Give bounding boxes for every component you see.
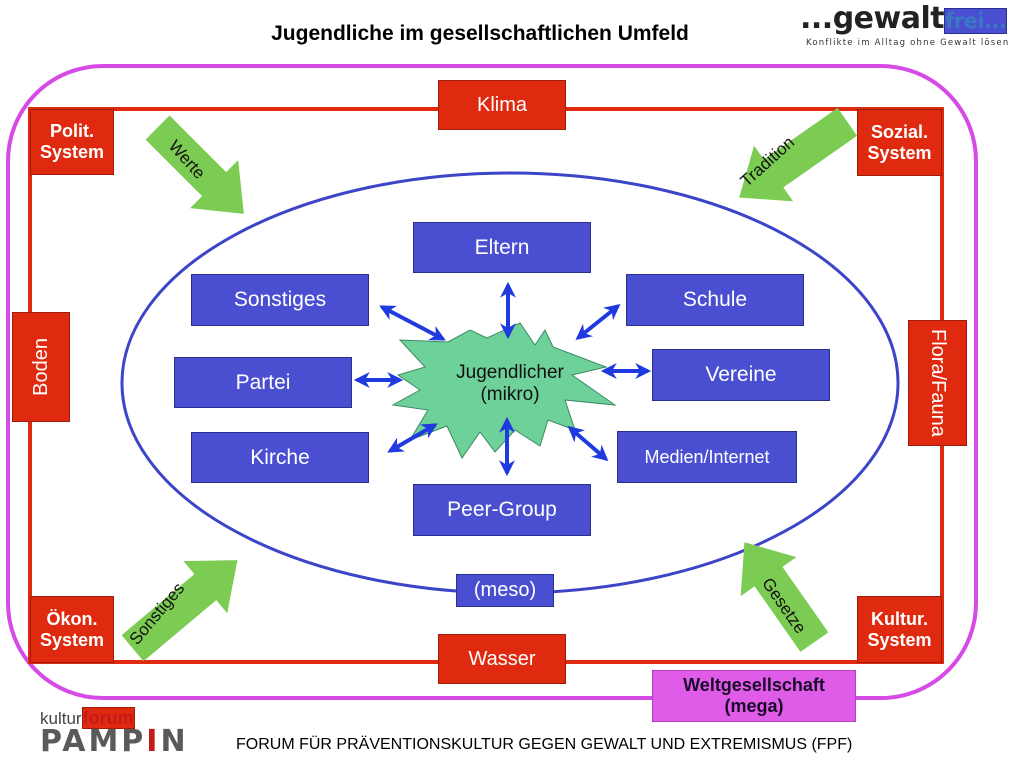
- box-wasser: Wasser: [438, 634, 566, 684]
- flora-fauna-label: Flora/Fauna: [927, 329, 949, 437]
- arrow-schule: [575, 304, 621, 340]
- footer-text: FORUM FÜR PRÄVENTIONSKULTUR GEGEN GEWALT…: [236, 736, 853, 753]
- arrow-sonstiges-node: [379, 305, 446, 341]
- node-kirche: Kirche: [191, 432, 369, 483]
- mega-boundary: [6, 64, 978, 700]
- sozial-line1: Sozial.: [870, 121, 928, 142]
- node-vereine: Vereine: [652, 349, 830, 401]
- logo-kultur: kultur: [40, 709, 82, 728]
- kultur-line1: Kultur.: [871, 608, 928, 629]
- node-partei: Partei: [174, 357, 352, 408]
- logo-gewalt: ...gewalt: [800, 1, 945, 36]
- kulturforum-pampin-logo: kulturforum PAMPIN: [40, 707, 189, 759]
- center-line1: Jugendlicher: [456, 362, 564, 383]
- arrow-kirche: [387, 423, 438, 453]
- box-klima: Klima: [438, 80, 566, 130]
- node-medien-internet: Medien/Internet: [617, 431, 797, 483]
- logo-pamp: PAMP: [40, 724, 147, 759]
- connector-arrows: [353, 281, 652, 477]
- box-flora-fauna: Flora/Fauna: [908, 320, 967, 446]
- box-boden: Boden: [12, 312, 70, 422]
- box-sozial-system: Sozial. System: [857, 109, 942, 176]
- oekon-line2: System: [39, 629, 105, 650]
- mega-line1: Weltgesellschaft: [683, 675, 825, 695]
- gewaltfrei-logo: ...gewaltfrei... Konflikte im Alltag ohn…: [800, 2, 1020, 52]
- oekon-line1: Ökon.: [46, 608, 98, 629]
- node-schule: Schule: [626, 274, 804, 326]
- box-polit-system: Polit. System: [30, 109, 114, 175]
- page-title: Jugendliche im gesellschaftlichen Umfeld: [271, 22, 689, 45]
- polit-line1: Polit.: [50, 121, 94, 141]
- boden-label: Boden: [29, 338, 52, 396]
- logo-n: N: [160, 724, 189, 759]
- sozial-line2: System: [867, 142, 932, 163]
- logo-frei: frei...: [944, 8, 1008, 34]
- node-peer-group: Peer-Group: [413, 484, 591, 536]
- mega-line2: (mega): [724, 696, 784, 716]
- logo-tagline: Konflikte im Alltag ohne Gewalt lösen: [806, 38, 1010, 48]
- center-line2: (mikro): [480, 384, 540, 405]
- jugendlicher-star: [391, 322, 617, 459]
- kultur-line2: System: [867, 629, 932, 650]
- arrow-tradition: [739, 107, 858, 202]
- center-label: Jugendlicher (mikro): [420, 362, 600, 406]
- node-sonstiges: Sonstiges: [191, 274, 369, 326]
- logo-forum: forum: [81, 707, 135, 729]
- arrow-medien: [567, 425, 609, 462]
- box-weltgesellschaft: Weltgesellschaft (mega): [652, 670, 856, 722]
- polit-line2: System: [39, 142, 105, 162]
- box-oekon-system: Ökon. System: [30, 596, 114, 663]
- meso-label: (meso): [456, 574, 554, 607]
- arrow-werte: [145, 115, 244, 214]
- arrow-sonstiges: [121, 560, 238, 662]
- logo-i: I: [146, 724, 161, 759]
- box-kultur-system: Kultur. System: [857, 596, 942, 663]
- node-eltern: Eltern: [413, 222, 591, 273]
- arrow-gesetze: [740, 542, 829, 652]
